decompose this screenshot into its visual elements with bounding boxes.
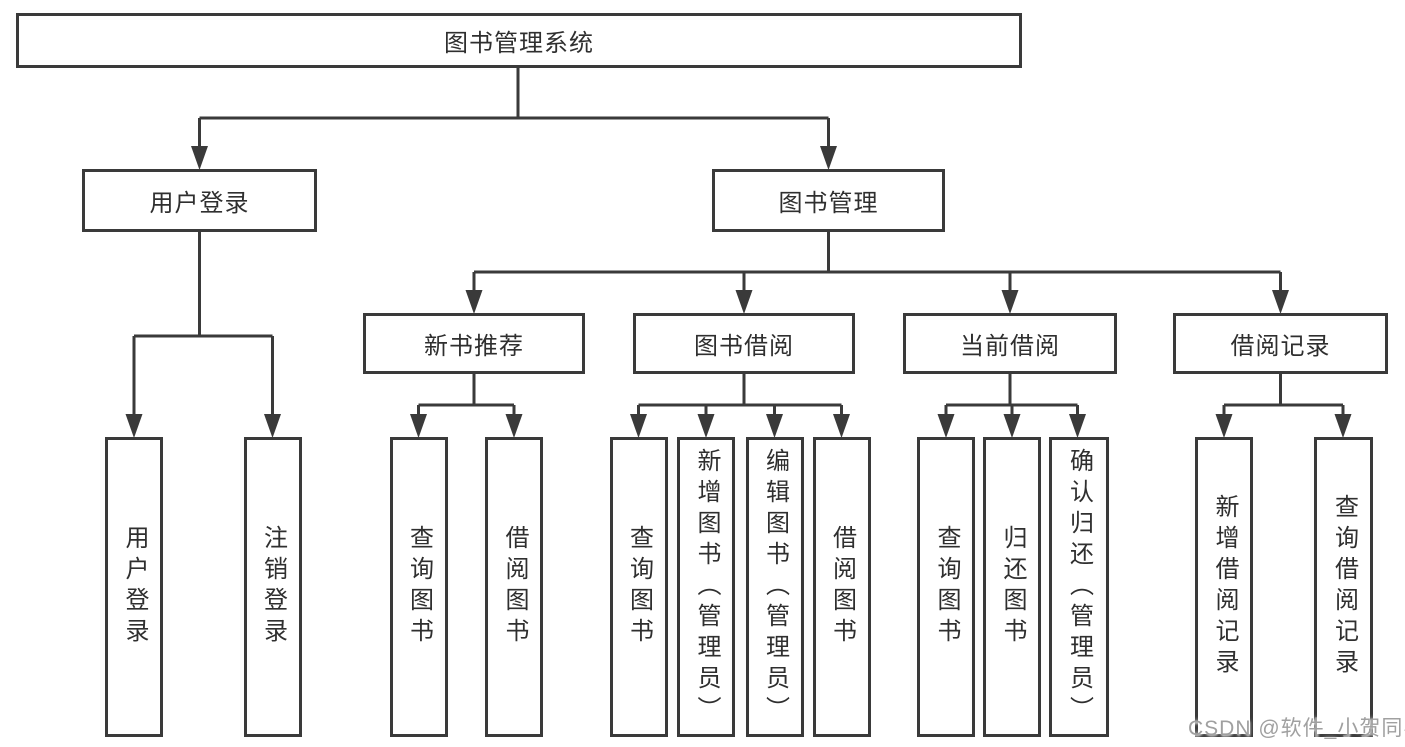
- wire-root-to-level2: [198, 68, 830, 148]
- arrowhead-borrowing-records-node: [1272, 290, 1289, 314]
- wire-book-management-branch: [472, 232, 1282, 292]
- arrowhead-leaf-bw-edit: [766, 414, 783, 438]
- node-label: 当前借阅: [960, 333, 1060, 360]
- leaf-label: 新增借阅记录: [1211, 494, 1238, 680]
- arrowhead-current-borrowing-node: [1001, 290, 1019, 314]
- wire-user-login-branch: [132, 232, 274, 416]
- arrowhead-leaf-rec-query: [1334, 414, 1352, 438]
- leaf-label: 注销登录: [259, 525, 287, 649]
- leaf-label: 用户登录: [121, 525, 148, 649]
- arrowhead-leaf-cur-confirm: [1069, 414, 1086, 438]
- arrowhead-leaf-cur-query: [937, 414, 955, 438]
- arrowhead-leaf-nb-query: [410, 414, 427, 438]
- wire-book-borrowing-branch: [637, 374, 843, 416]
- leaf-label: 编辑图书（管理员）: [761, 447, 789, 727]
- arrowhead-leaf-bw-query: [630, 414, 647, 438]
- node-label: 图书管理: [778, 190, 879, 217]
- node-user-login: 用户登录: [82, 169, 317, 232]
- arrowhead-leaf-nb-borrow: [505, 414, 523, 438]
- node-label: 借阅记录: [1230, 333, 1331, 360]
- leaf-logout: 注销登录: [243, 437, 302, 737]
- wire-borrowing-records-branch: [1222, 374, 1345, 416]
- leaf-label: 确认归还（管理员）: [1065, 447, 1093, 727]
- leaf-label: 查询图书: [625, 525, 653, 649]
- leaf-label: 归还图书: [999, 525, 1026, 649]
- arrowhead-book-borrowing-node: [735, 290, 753, 314]
- node-book-management: 图书管理: [712, 169, 945, 232]
- leaf-current-return-books: 归还图书: [983, 437, 1041, 737]
- node-label: 用户登录: [149, 190, 250, 217]
- node-label: 图书管理系统: [444, 30, 594, 57]
- leaf-records-add-record: 新增借阅记录: [1195, 437, 1253, 737]
- node-library-management-system: 图书管理系统: [16, 13, 1022, 68]
- node-label: 图书借阅: [694, 333, 794, 360]
- arrowhead-leaf-user-login: [125, 414, 143, 438]
- leaf-borrowing-query-books: 查询图书: [609, 437, 668, 737]
- wire-new-book-branch: [417, 374, 516, 416]
- arrowhead-leaf-bw-add: [697, 414, 715, 438]
- leaf-user-login: 用户登录: [105, 437, 163, 737]
- leaf-label: 查询图书: [933, 525, 960, 649]
- arrowhead-leaf-cur-return: [1003, 414, 1021, 438]
- arrowhead-user-login-node: [191, 146, 208, 170]
- leaf-label: 查询借阅记录: [1330, 494, 1358, 680]
- leaf-label: 借阅图书: [501, 525, 528, 649]
- node-borrowing-records: 借阅记录: [1173, 313, 1388, 374]
- node-new-book-recommendation: 新书推荐: [363, 313, 585, 374]
- arrowhead-leaf-logout: [264, 414, 281, 438]
- leaf-label: 新增图书（管理员）: [693, 447, 720, 727]
- leaf-label: 查询图书: [405, 525, 433, 649]
- leaf-current-confirm-return-admin: 确认归还（管理员）: [1048, 437, 1109, 737]
- leaf-newbook-query-books: 查询图书: [389, 437, 448, 737]
- csdn-watermark: CSDN @软件_小贺同学: [1188, 717, 1405, 740]
- leaf-label: 借阅图书: [828, 525, 856, 649]
- node-label: 新书推荐: [424, 333, 524, 360]
- leaf-borrowing-edit-books-admin: 编辑图书（管理员）: [745, 437, 804, 737]
- leaf-current-query-books: 查询图书: [917, 437, 975, 737]
- arrowhead-new-book-node: [465, 290, 483, 314]
- node-current-borrowing: 当前借阅: [903, 313, 1117, 374]
- leaf-records-query-record: 查询借阅记录: [1314, 437, 1373, 737]
- leaf-borrowing-borrow-books: 借阅图书: [812, 437, 871, 737]
- arrowhead-leaf-rec-add: [1215, 414, 1233, 438]
- wire-current-borrowing-branch: [944, 374, 1079, 416]
- leaf-borrowing-add-books-admin: 新增图书（管理员）: [677, 437, 735, 737]
- leaf-newbook-borrow-books: 借阅图书: [485, 437, 543, 737]
- arrowhead-book-management-node: [820, 146, 837, 170]
- arrowhead-leaf-bw-borrow: [833, 414, 850, 438]
- node-book-borrowing: 图书借阅: [633, 313, 855, 374]
